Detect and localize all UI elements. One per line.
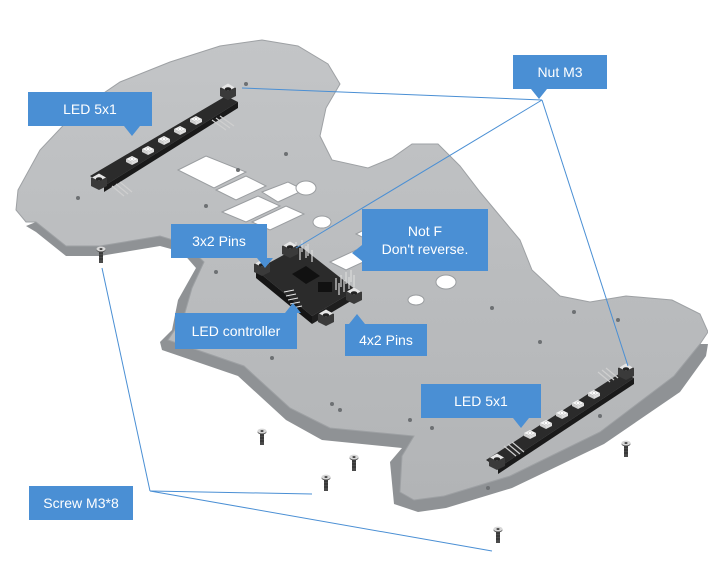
callout-nut-m3: Nut M3 xyxy=(513,55,607,99)
callout-label: 4x2 Pins xyxy=(359,332,413,348)
callout-4x2-pins: 4x2 Pins xyxy=(345,314,427,356)
plate-edge xyxy=(26,222,708,512)
callout-label-line2: Don't reverse. xyxy=(381,241,469,257)
callout-label: Nut M3 xyxy=(537,64,583,80)
callout-3x2-pins: 3x2 Pins xyxy=(171,224,273,268)
callout-led-5x1-bottom: LED 5x1 xyxy=(421,384,541,428)
callout-led-controller: LED controller xyxy=(175,303,301,349)
led-bar-top xyxy=(90,83,238,197)
callout-led-5x1-top: LED 5x1 xyxy=(28,92,152,136)
callout-screw-m3x8: Screw M3*8 xyxy=(29,486,133,520)
callout-label: LED controller xyxy=(191,323,281,339)
pin-header-4x2 xyxy=(335,270,355,295)
callout-label: LED 5x1 xyxy=(63,101,117,117)
callout-not-f: Not F Don't reverse. xyxy=(352,209,488,271)
callout-label-line1: Not F xyxy=(407,223,443,239)
leader-lines xyxy=(101,87,629,552)
callout-label: Screw M3*8 xyxy=(43,495,119,511)
led-bar-bottom xyxy=(486,363,634,474)
callout-label: 3x2 Pins xyxy=(192,233,246,249)
callout-label: LED 5x1 xyxy=(454,393,508,409)
